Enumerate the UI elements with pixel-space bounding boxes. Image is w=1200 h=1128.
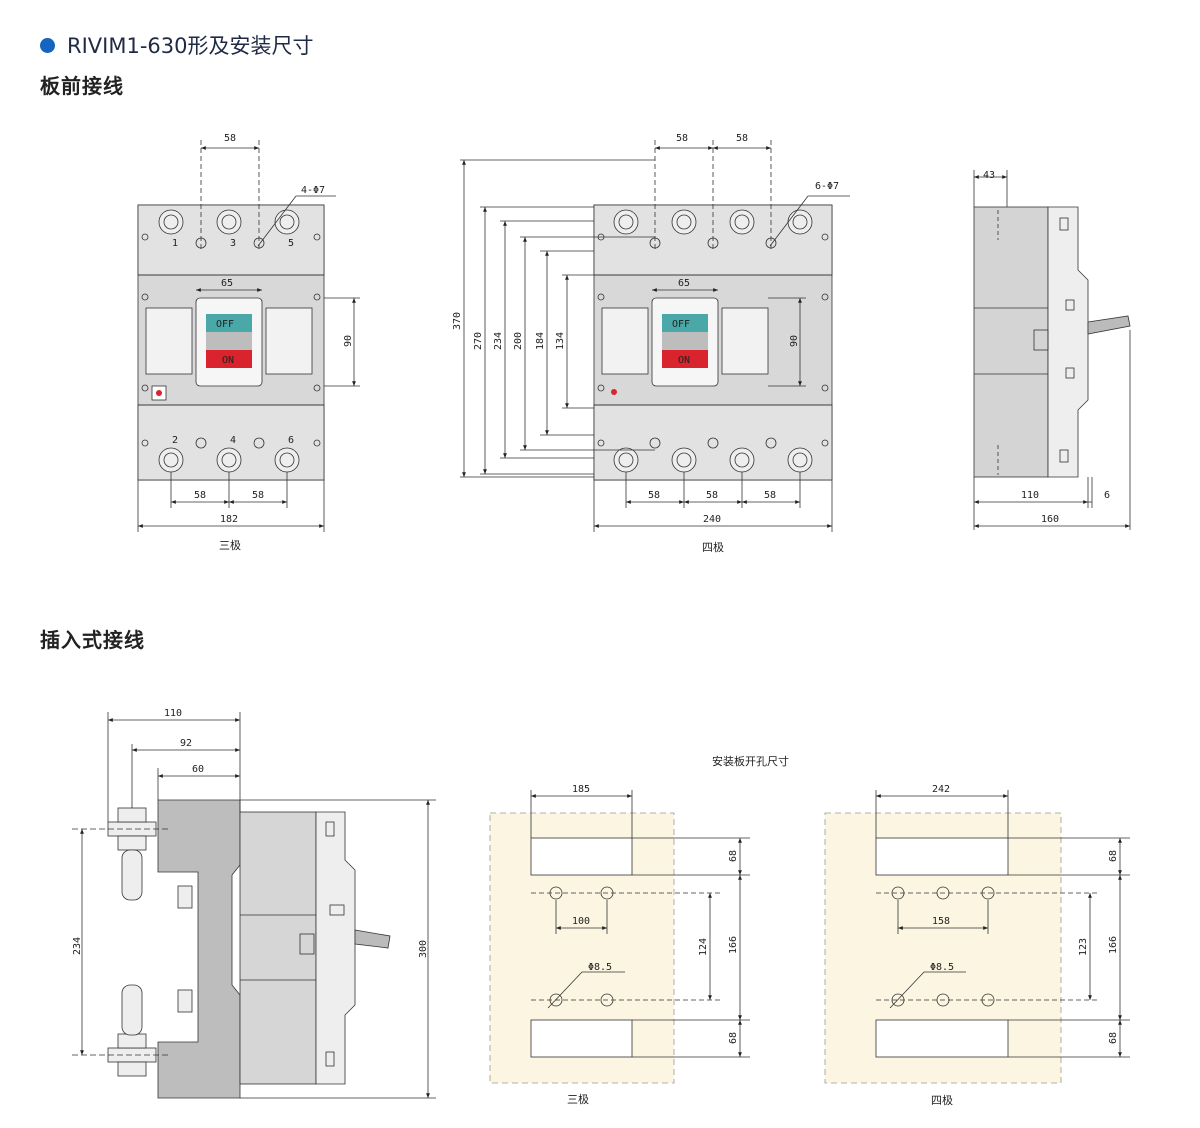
- dim-90: 90: [343, 335, 354, 347]
- dim-134: 134: [555, 332, 566, 350]
- caption-cutout-three-pole: 三极: [567, 1092, 589, 1106]
- dim-92: 92: [180, 738, 192, 749]
- dim-60: 60: [192, 764, 204, 775]
- section-front-wiring: 板前接线: [40, 74, 124, 98]
- on-label-four: ON: [678, 355, 690, 366]
- dim-234-plug: 234: [72, 937, 83, 955]
- page-title: RIVIM1-630形及安装尺寸: [40, 30, 313, 60]
- side-view: [973, 170, 1131, 530]
- bullet-icon: [40, 37, 55, 53]
- four-pole-cutout: [824, 790, 1130, 1084]
- terminal-2: 2: [172, 435, 178, 446]
- dim-110-side: 110: [1021, 490, 1039, 501]
- terminal-1: 1: [172, 238, 178, 249]
- dim-370: 370: [452, 312, 463, 330]
- dim-58-top-b: 58: [736, 133, 748, 144]
- hole-label-85-four: Φ8.5: [930, 962, 954, 973]
- terminal-5: 5: [288, 238, 294, 249]
- dim-270: 270: [473, 332, 484, 350]
- four-pole-front-view: [460, 140, 850, 532]
- dim-300: 300: [418, 940, 429, 958]
- dim-166-four: 166: [1108, 936, 1119, 954]
- plugin-side-view: [72, 712, 436, 1099]
- three-pole-front-view: [137, 140, 360, 532]
- dim-58-bottom-a: 58: [194, 490, 206, 501]
- dim-65-four: 65: [678, 278, 690, 289]
- dim-234: 234: [493, 332, 504, 350]
- dim-58-top-a: 58: [676, 133, 688, 144]
- dim-68-a: 68: [728, 850, 739, 862]
- dim-182: 182: [220, 514, 238, 525]
- hole-label-6: 6-Φ7: [815, 181, 839, 192]
- dim-58-b2: 58: [706, 490, 718, 501]
- dim-123: 123: [1078, 938, 1089, 956]
- dim-58-b1: 58: [648, 490, 660, 501]
- on-label: ON: [222, 355, 234, 366]
- caption-four-pole: 四极: [702, 540, 724, 554]
- dim-200: 200: [513, 332, 524, 350]
- hole-label-85: Φ8.5: [588, 962, 612, 973]
- section-plugin-wiring: 插入式接线: [40, 628, 145, 652]
- three-pole-cutout: [489, 790, 750, 1084]
- off-label: OFF: [216, 319, 234, 330]
- dim-124: 124: [698, 938, 709, 956]
- caption-three-pole: 三极: [219, 538, 241, 552]
- title-text: RIVIM1-630形及安装尺寸: [67, 34, 314, 58]
- dim-43: 43: [983, 170, 995, 181]
- dim-68-b: 68: [728, 1032, 739, 1044]
- dim-158: 158: [932, 916, 950, 927]
- terminal-4: 4: [230, 435, 236, 446]
- dim-100: 100: [572, 916, 590, 927]
- dim-68-c: 68: [1108, 850, 1119, 862]
- dim-184: 184: [535, 332, 546, 350]
- dim-58-b3: 58: [764, 490, 776, 501]
- dim-68-d: 68: [1108, 1032, 1119, 1044]
- dim-185: 185: [572, 784, 590, 795]
- dim-110-plug: 110: [164, 708, 182, 719]
- caption-cutout-four-pole: 四极: [931, 1093, 953, 1107]
- off-label-four: OFF: [672, 319, 690, 330]
- dim-166: 166: [728, 936, 739, 954]
- terminal-3: 3: [230, 238, 236, 249]
- panel-cutout-title: 安装板开孔尺寸: [712, 754, 789, 768]
- dim-160: 160: [1041, 514, 1059, 525]
- dim-58-bottom-b: 58: [252, 490, 264, 501]
- dim-58-top: 58: [224, 133, 236, 144]
- dim-90-four: 90: [789, 335, 800, 347]
- terminal-6: 6: [288, 435, 294, 446]
- dim-6: 6: [1104, 490, 1110, 501]
- hole-label-4: 4-Φ7: [301, 185, 325, 196]
- dim-240: 240: [703, 514, 721, 525]
- dim-65: 65: [221, 278, 233, 289]
- dim-242: 242: [932, 784, 950, 795]
